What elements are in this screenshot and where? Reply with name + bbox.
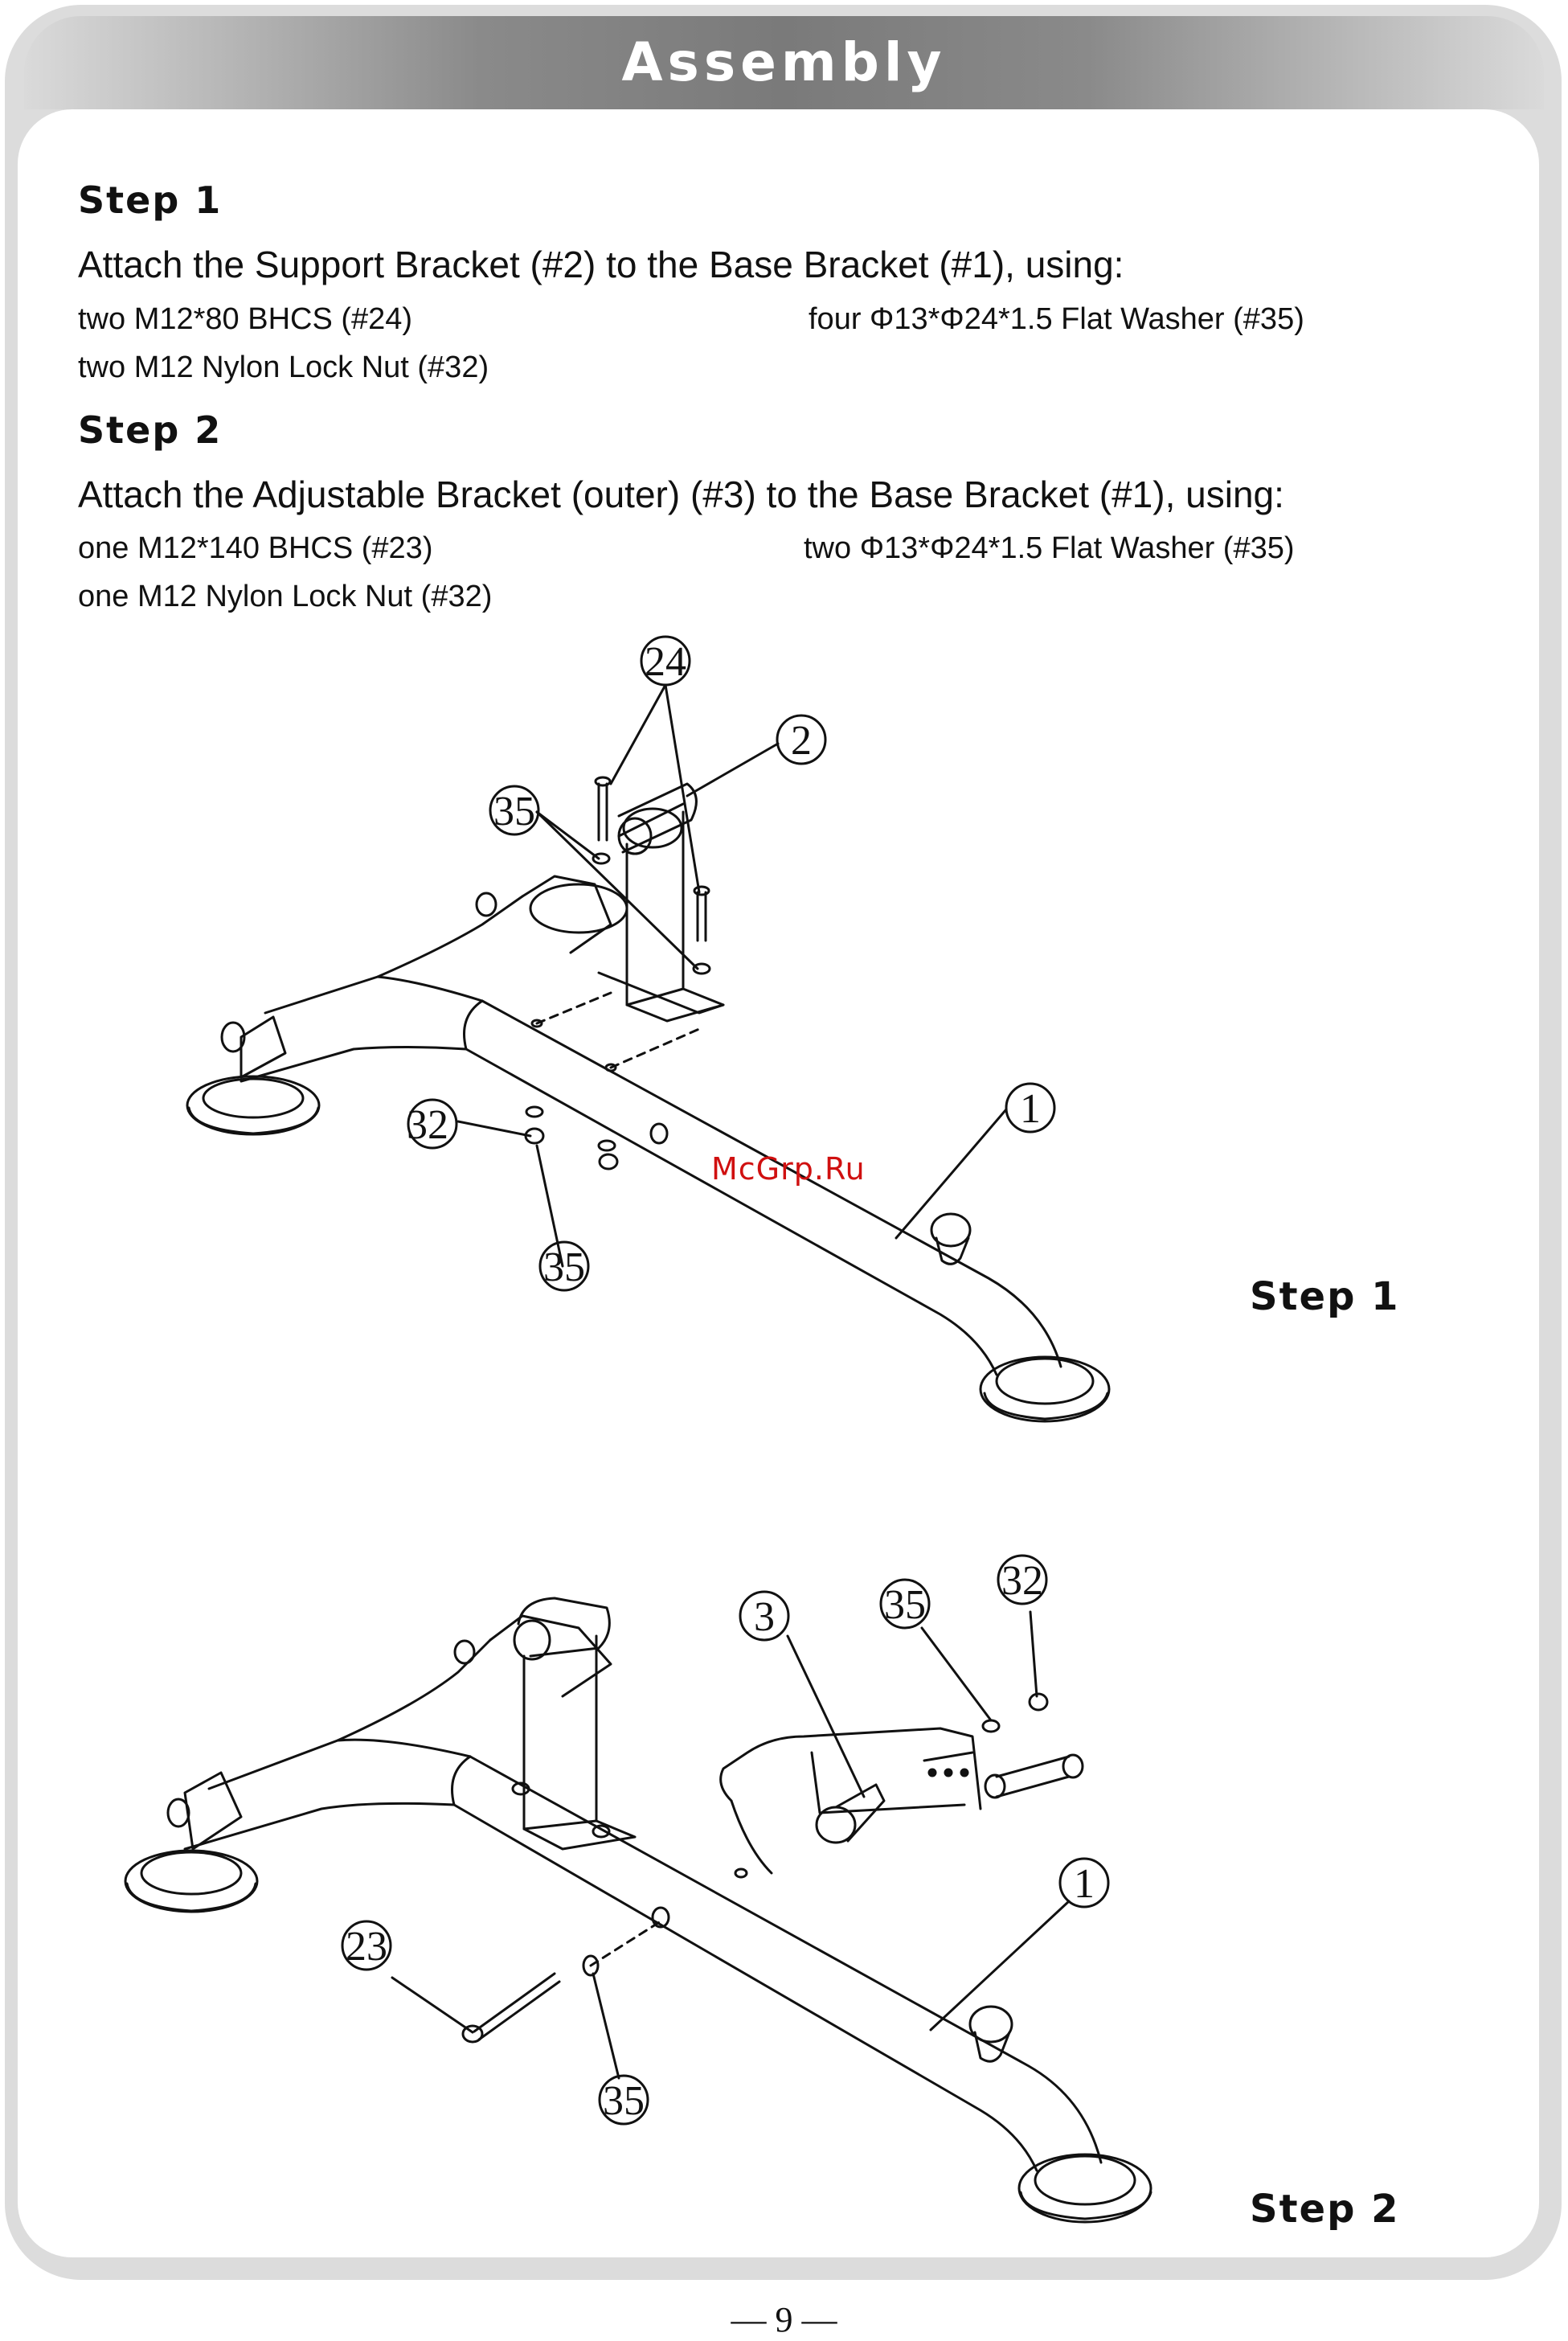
callout-35-bottom: 35 xyxy=(543,1244,585,1290)
watermark: McGrp.Ru xyxy=(711,1151,866,1187)
page-title: Assembly xyxy=(621,31,947,93)
step-1-part-washer: four Φ13*Φ24*1.5 Flat Washer (#35) xyxy=(809,302,1304,336)
step-2-heading: Step 2 xyxy=(78,408,223,452)
callout-2: 2 xyxy=(791,718,812,764)
callout-23: 23 xyxy=(346,1924,387,1970)
figure-2-callouts xyxy=(341,1554,1110,2126)
page-content-area xyxy=(18,109,1539,2257)
page-number: — 9 — xyxy=(731,2300,837,2339)
step-1-part-nut: two M12 Nylon Lock Nut (#32) xyxy=(78,351,489,384)
step-2-part-bolt: one M12*140 BHCS (#23) xyxy=(78,531,433,565)
callout-1: 1 xyxy=(1020,1086,1041,1132)
step-2-instruction: Attach the Adjustable Bracket (outer) (#… xyxy=(78,474,1284,515)
figure-1-callouts xyxy=(407,635,1056,1292)
step-1-instruction: Attach the Support Bracket (#2) to the B… xyxy=(78,244,1124,285)
figure-2-label: Step 2 xyxy=(1250,2187,1400,2232)
callout-35-right: 35 xyxy=(884,1582,926,1628)
callout-32: 32 xyxy=(407,1102,448,1148)
callout-32-f2: 32 xyxy=(1001,1558,1043,1604)
callout-24: 24 xyxy=(645,639,686,685)
figure-2-drawing xyxy=(124,1597,1152,2224)
callout-35-top: 35 xyxy=(493,789,535,834)
figure-1-drawing xyxy=(186,683,1111,1423)
step-2-part-nut: one M12 Nylon Lock Nut (#32) xyxy=(78,580,493,613)
callout-1-f2: 1 xyxy=(1074,1861,1095,1907)
step-2-part-washer: two Φ13*Φ24*1.5 Flat Washer (#35) xyxy=(804,531,1295,565)
step-1-part-bolt: two M12*80 BHCS (#24) xyxy=(78,302,413,336)
header-bar xyxy=(24,16,1544,109)
callout-35-f2-bottom: 35 xyxy=(603,2078,645,2124)
step-1-heading: Step 1 xyxy=(78,178,223,222)
callout-3: 3 xyxy=(754,1594,775,1640)
figure-1-label: Step 1 xyxy=(1250,1274,1400,1319)
